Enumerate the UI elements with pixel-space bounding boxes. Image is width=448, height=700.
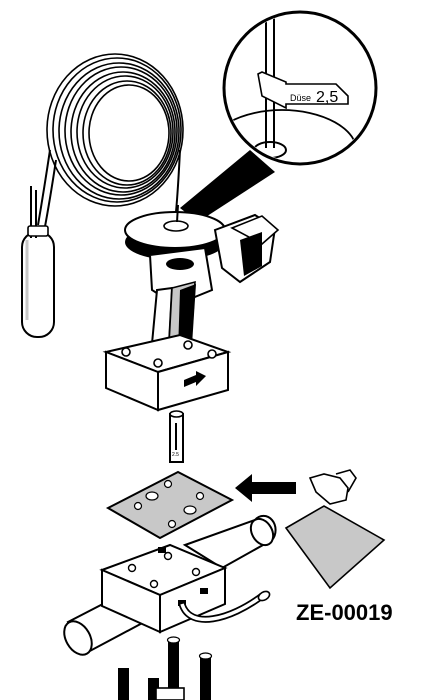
- lower-body: [63, 514, 277, 656]
- bolts: [118, 636, 213, 700]
- orifice-insert: 2.5: [169, 410, 184, 463]
- valve-flange: [102, 333, 232, 412]
- flow-arrow-icon: [184, 371, 206, 387]
- gasket-symbol-icon: [284, 469, 386, 590]
- orifice-marking: 2.5: [172, 452, 179, 458]
- drawing-code: ZE-00019: [296, 600, 393, 625]
- capillary-coil: [37, 53, 184, 233]
- sensor-bulb: [21, 186, 55, 338]
- insert-gasket-arrow-icon: [235, 474, 296, 502]
- nozzle-detail-callout: Düse 2,5: [180, 10, 378, 222]
- gasket: [105, 470, 235, 540]
- nozzle-label: Düse: [290, 93, 311, 103]
- nozzle-size: 2,5: [316, 89, 338, 106]
